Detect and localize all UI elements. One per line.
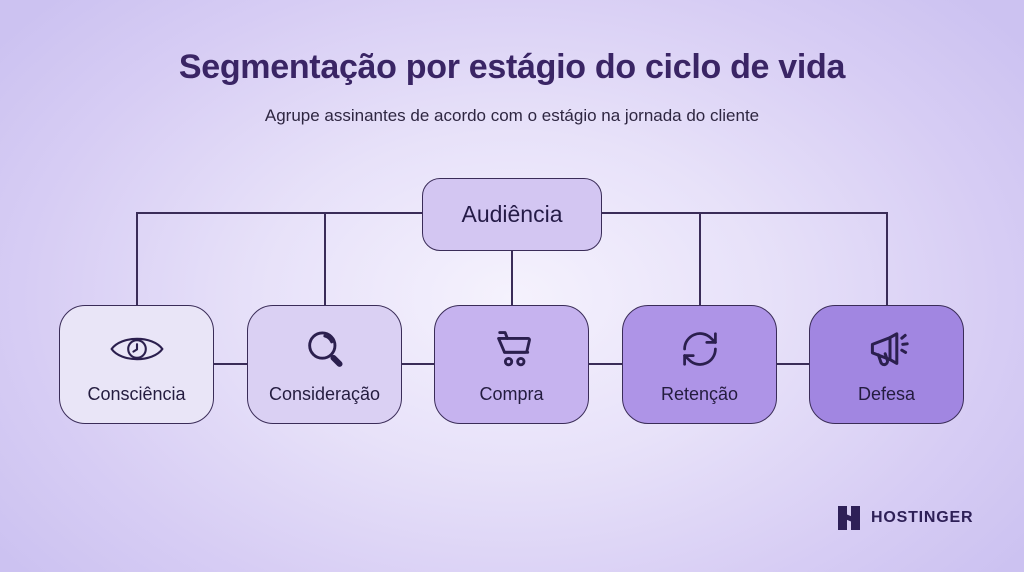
- node-compra: Compra: [434, 305, 589, 424]
- connector-stage1-stage2: [214, 363, 248, 365]
- connector-vertical-consciencia: [136, 212, 138, 306]
- magnifier-icon: [302, 325, 348, 373]
- connector-stage4-stage5: [777, 363, 810, 365]
- connector-stage3-stage4: [589, 363, 623, 365]
- node-consciencia-label: Consciência: [87, 383, 186, 404]
- hostinger-logo-icon: [836, 505, 862, 531]
- node-audiencia-label: Audiência: [461, 201, 563, 227]
- connector-vertical-retencao: [699, 212, 701, 306]
- page-subtitle: Agrupe assinantes de acordo com o estági…: [264, 106, 760, 125]
- connector-vertical-consideracao: [324, 212, 326, 306]
- eye-clock-icon: [109, 325, 165, 373]
- node-retencao-label: Retenção: [660, 383, 739, 404]
- node-defesa: Defesa: [809, 305, 964, 424]
- megaphone-icon: [863, 325, 911, 373]
- connector-stage2-stage3: [402, 363, 435, 365]
- node-consideracao-label: Consideração: [268, 383, 381, 404]
- node-consideracao: Consideração: [247, 305, 402, 424]
- node-defesa-label: Defesa: [857, 383, 916, 404]
- brand-logo: HOSTINGER: [836, 503, 973, 533]
- node-retencao: Retenção: [622, 305, 777, 424]
- node-audiencia: Audiência: [422, 178, 602, 251]
- refresh-arrows-icon: [678, 325, 722, 373]
- shopping-cart-icon: [489, 325, 535, 373]
- connector-vertical-defesa: [886, 212, 888, 306]
- brand-name: HOSTINGER: [871, 509, 974, 526]
- node-compra-label: Compra: [479, 383, 544, 404]
- node-consciencia: Consciência: [59, 305, 214, 424]
- page-title: Segmentação por estágio do ciclo de vida: [178, 48, 846, 86]
- connector-vertical-compra: [511, 251, 513, 306]
